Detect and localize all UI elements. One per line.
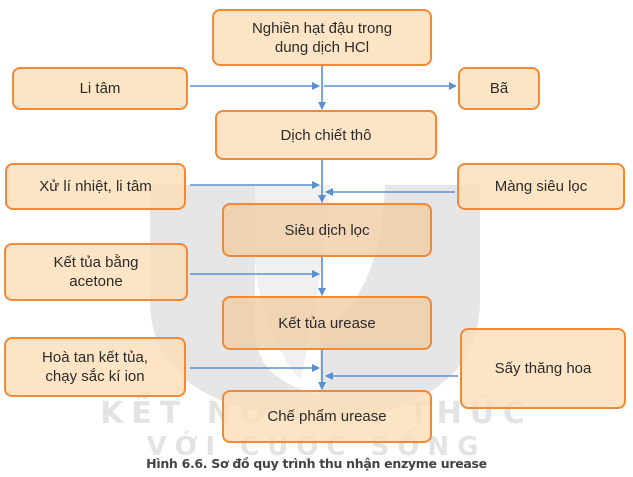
input-dissolve-chromatography: Hoà tan kết tủa, chạy sắc kí ion — [4, 337, 186, 397]
step-ultrafiltrate: Siêu dịch lọc — [222, 203, 432, 257]
step-urease-precipitate: Kết tủa urease — [222, 296, 432, 350]
step-crude-extract: Dịch chiết thô — [215, 110, 437, 160]
input-ultrafiltration-membrane: Màng siêu lọc — [457, 163, 625, 210]
input-acetone-precipitation: Kết tủa bằng acetone — [4, 243, 188, 301]
step-urease-product: Chế phẩm urease — [222, 390, 432, 443]
input-centrifuge: Li tâm — [12, 67, 188, 110]
step-grind-beans: Nghiền hạt đậu trong dung dịch HCl — [212, 9, 432, 66]
input-heat-centrifuge: Xử lí nhiệt, li tâm — [5, 163, 186, 210]
output-residue: Bã — [458, 67, 540, 110]
input-freeze-drying: Sấy thăng hoa — [460, 328, 626, 409]
figure-caption: Hình 6.6. Sơ đồ quy trình thu nhận enzym… — [146, 456, 487, 471]
